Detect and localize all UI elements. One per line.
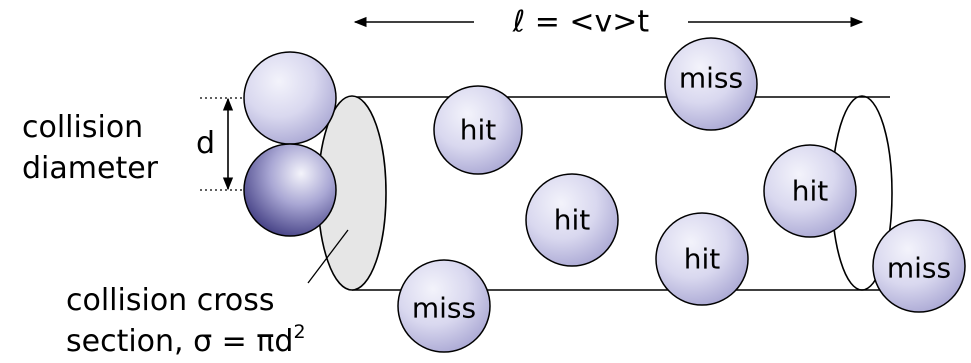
collision-diameter-line1: collision xyxy=(22,110,143,145)
collision-diameter-line2: diameter xyxy=(22,151,159,186)
molecule-label: miss xyxy=(412,292,476,325)
molecule-label: hit xyxy=(792,175,829,208)
molecule-label: hit xyxy=(460,114,497,147)
molecule: hit xyxy=(656,213,748,305)
cross-section-line2: section, σ = πd2 xyxy=(66,321,306,359)
upper-molecule xyxy=(244,52,336,144)
molecule-label: hit xyxy=(554,204,591,237)
diameter-symbol: d xyxy=(196,126,215,161)
molecule: hit xyxy=(764,145,856,237)
molecule: hit xyxy=(526,174,618,266)
molecule-label: miss xyxy=(887,252,951,285)
cross-section-exponent: 2 xyxy=(293,321,305,343)
molecule: hit xyxy=(434,86,522,174)
path-length-arrow: ℓ = <v>t xyxy=(355,5,862,40)
molecule: miss xyxy=(873,220,965,312)
molecule: miss xyxy=(398,260,490,352)
cross-section-formula: section, σ = πd xyxy=(66,324,293,359)
molecule-label: miss xyxy=(679,62,743,95)
path-length-label: ℓ = <v>t xyxy=(512,5,650,40)
cross-section-line1: collision cross xyxy=(66,283,275,318)
molecule: miss xyxy=(665,38,757,130)
lower-molecule xyxy=(244,144,336,236)
molecule-label: hit xyxy=(684,243,721,276)
diameter-dimension: d xyxy=(196,98,244,190)
